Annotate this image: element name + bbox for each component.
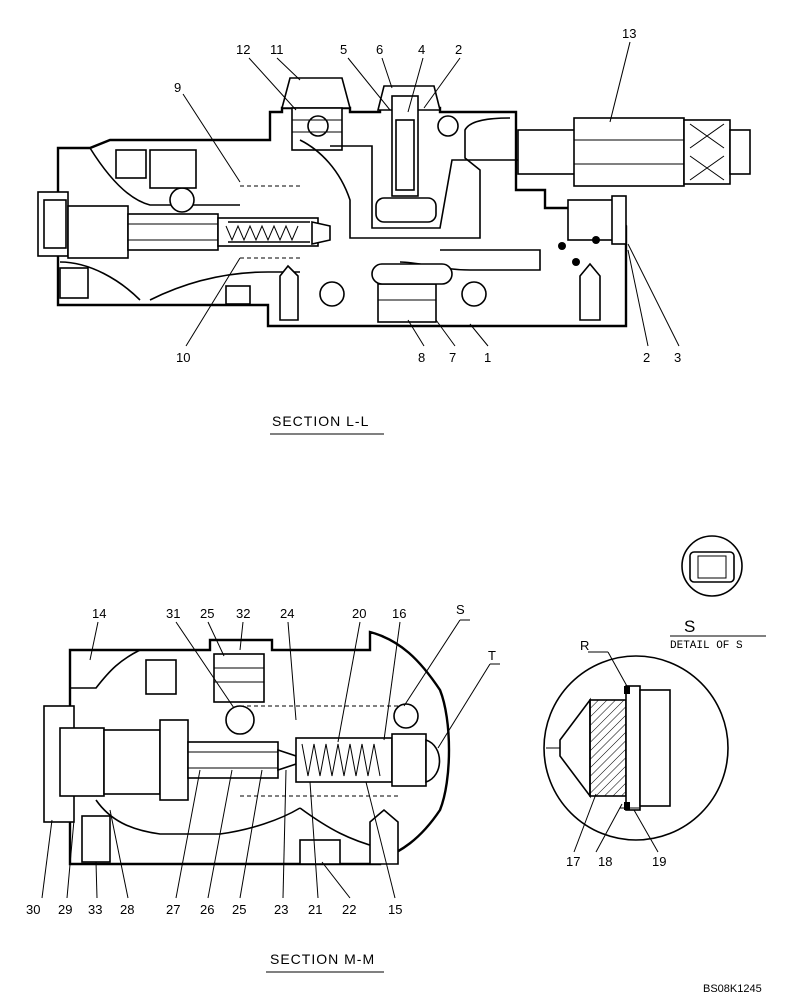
section-ll-callouts: 12 11 5 6 4 2 13 9 10 8 7 1 2 3 xyxy=(174,26,681,365)
section-ll-leaders xyxy=(182,41,680,347)
callout-17: 17 xyxy=(566,854,580,869)
callout-2-top: 2 xyxy=(455,42,462,57)
section-mm-body xyxy=(43,630,451,866)
callout-25-bottom: 25 xyxy=(232,902,246,917)
callout-32: 32 xyxy=(236,606,250,621)
callout-8: 8 xyxy=(418,350,425,365)
detail-s-inset xyxy=(681,535,743,597)
callout-15: 15 xyxy=(388,902,402,917)
callout-10: 10 xyxy=(176,350,190,365)
callout-14: 14 xyxy=(92,606,106,621)
callout-13: 13 xyxy=(622,26,636,41)
detail-s-enlarged xyxy=(543,655,729,841)
callout-4: 4 xyxy=(418,42,425,57)
section-mm-leaders xyxy=(41,619,500,899)
callout-29: 29 xyxy=(58,902,72,917)
callout-20: 20 xyxy=(352,606,366,621)
callout-23: 23 xyxy=(274,902,288,917)
callout-25-top: 25 xyxy=(200,606,214,621)
callout-7: 7 xyxy=(449,350,456,365)
callout-30: 30 xyxy=(26,902,40,917)
callout-19: 19 xyxy=(652,854,666,869)
callout-26: 26 xyxy=(200,902,214,917)
callout-18: 18 xyxy=(598,854,612,869)
callout-24: 24 xyxy=(280,606,294,621)
callout-22: 22 xyxy=(342,902,356,917)
callout-S: S xyxy=(456,602,465,617)
drawing-code: BS08K1245 xyxy=(703,983,762,995)
callout-T: T xyxy=(488,648,496,663)
section-ll-title: SECTION L-L xyxy=(272,413,369,429)
callout-5: 5 xyxy=(340,42,347,57)
detail-s-leaders xyxy=(573,651,659,853)
callout-2-bottom: 2 xyxy=(643,350,650,365)
callout-28: 28 xyxy=(120,902,134,917)
callout-31: 31 xyxy=(166,606,180,621)
callout-27: 27 xyxy=(166,902,180,917)
callout-1: 1 xyxy=(484,350,491,365)
section-mm-title: SECTION M-M xyxy=(270,951,375,967)
detail-s-title: DETAIL OF S xyxy=(670,640,743,652)
callout-11: 11 xyxy=(270,42,284,57)
detail-s-callouts: R 17 18 19 xyxy=(566,638,666,869)
callout-21: 21 xyxy=(308,902,322,917)
callout-R: R xyxy=(580,638,589,653)
detail-s-letter: S xyxy=(684,617,695,636)
callout-16: 16 xyxy=(392,606,406,621)
callout-9: 9 xyxy=(174,80,181,95)
callout-6: 6 xyxy=(376,42,383,57)
callout-33: 33 xyxy=(88,902,102,917)
section-ll-body xyxy=(37,77,751,328)
callout-12: 12 xyxy=(236,42,250,57)
callout-3: 3 xyxy=(674,350,681,365)
section-mm-callouts: 14 31 25 32 24 20 16 S T 30 29 33 28 27 … xyxy=(26,602,496,917)
